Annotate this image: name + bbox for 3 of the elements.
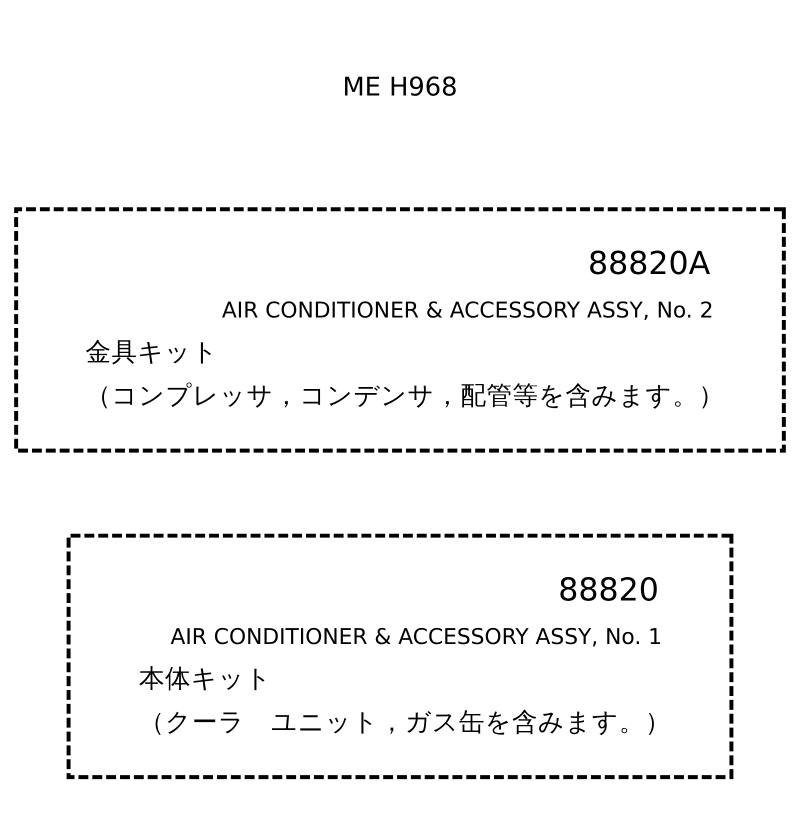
- node-box: 88820 AIR CONDITIONER & ACCESSORY ASSY, No. 1 本体キット （クーラ ユニット，ガス缶を含みます。）: [66, 534, 734, 780]
- node-box: 88820A AIR CONDITIONER & ACCESSORY ASSY, No. 2 金具キット （コンプレッサ，コンデンサ，配管等を含みます。）: [14, 207, 786, 453]
- label: ME H968: [342, 72, 458, 102]
